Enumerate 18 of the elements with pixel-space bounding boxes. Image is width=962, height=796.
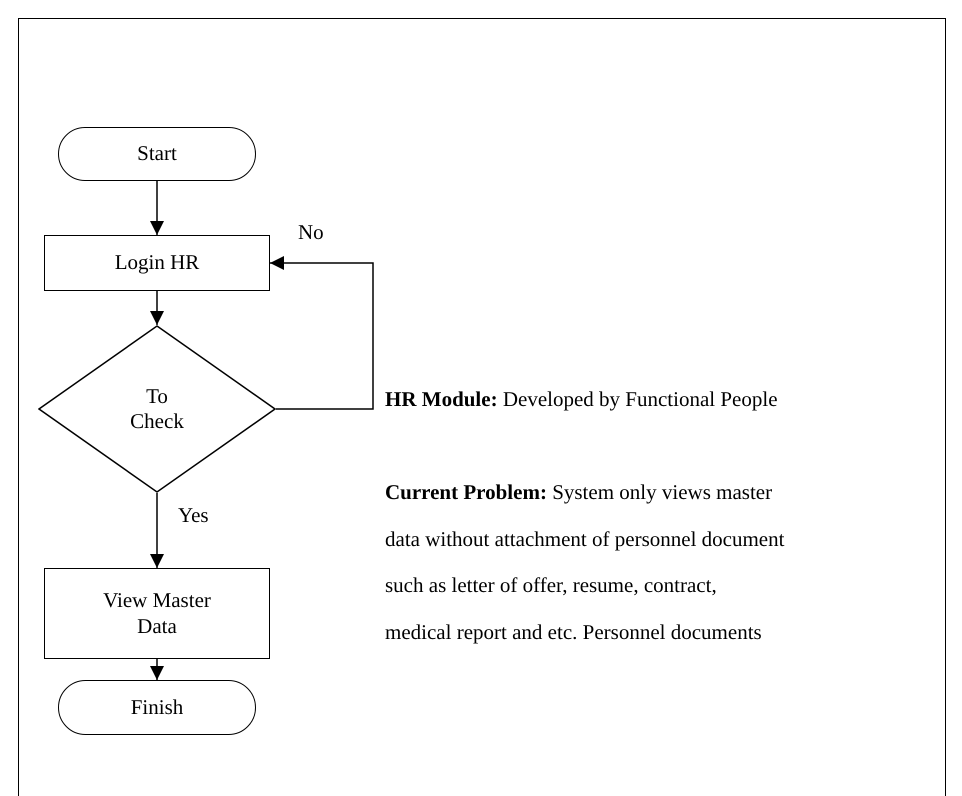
terminal-pill [58, 127, 256, 181]
process-box [44, 235, 270, 291]
node-text: Login HR [114, 250, 200, 276]
edge-label: No [298, 220, 324, 245]
description-text: Current Problem: System only views master data without attachment of personnel document such as letter of offer, resume, contract, medical report and etc. Personnel documents [385, 479, 785, 646]
node-text: To Check [129, 384, 185, 434]
node-text: View Master Data [102, 588, 212, 639]
arrow [150, 493, 164, 568]
edge-label: Yes [178, 503, 209, 528]
node-text: Finish [130, 694, 184, 720]
arrow [270, 256, 374, 410]
arrow [150, 291, 164, 325]
description-text: HR Module: Developed by Functional People [385, 386, 779, 413]
arrow [150, 181, 164, 235]
decision-diamond [38, 325, 276, 493]
process-box [44, 568, 270, 659]
arrow [150, 659, 164, 680]
node-text: Start [137, 141, 177, 167]
